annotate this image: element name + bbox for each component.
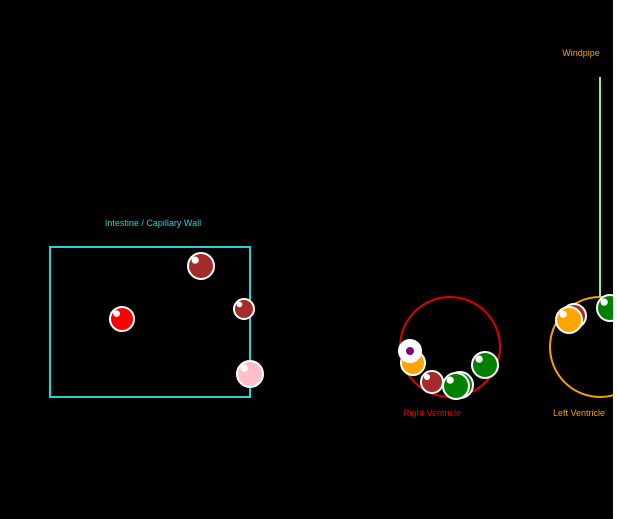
left-ventricle-label: Left Ventricle bbox=[552, 408, 606, 418]
pink-particle bbox=[236, 360, 264, 388]
green-particle bbox=[471, 351, 499, 379]
brown-particle bbox=[187, 252, 215, 280]
purple-core bbox=[406, 347, 414, 355]
highlight bbox=[423, 373, 431, 381]
red-particle bbox=[109, 306, 135, 332]
highlight bbox=[446, 376, 454, 384]
white-purple-particle bbox=[398, 339, 422, 363]
highlight bbox=[240, 364, 248, 372]
green-particle bbox=[442, 372, 470, 400]
intestine-capillary-wall-box bbox=[49, 246, 251, 398]
brown-particle bbox=[233, 298, 255, 320]
intestine-label: Intestine / Capillary Wall bbox=[104, 218, 202, 228]
brown-particle bbox=[420, 370, 444, 394]
highlight bbox=[191, 256, 199, 264]
green-particle bbox=[596, 294, 613, 322]
windpipe-label: Windpipe bbox=[562, 48, 600, 58]
right-ventricle-label: Right Ventricle bbox=[402, 408, 462, 418]
highlight bbox=[475, 355, 483, 363]
highlight bbox=[113, 310, 120, 317]
orange-particle bbox=[555, 306, 583, 334]
highlight bbox=[236, 301, 243, 308]
highlight bbox=[600, 298, 608, 306]
highlight bbox=[559, 310, 567, 318]
